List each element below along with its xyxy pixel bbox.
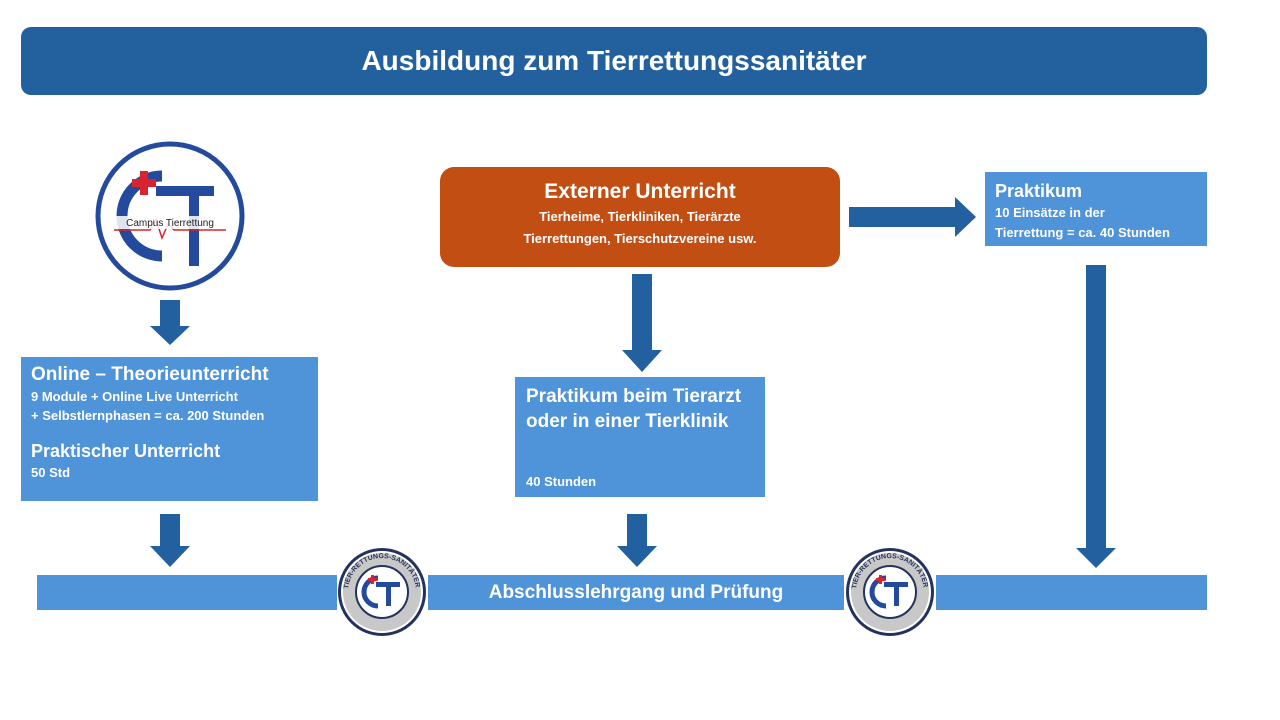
arrow-external-to-vet [622, 274, 662, 372]
arrow-online-to-final [150, 514, 190, 567]
arrow-logo-to-online [150, 300, 190, 345]
arrow-external-to-praktikum [849, 197, 976, 237]
arrow-praktikum-to-final [1076, 265, 1116, 568]
external-training-box: Externer Unterricht Tierheime, Tierklini… [440, 167, 840, 267]
praktikum-box: Praktikum 10 Einsätze in der Tierrettung… [985, 172, 1207, 246]
arrow-vet-to-final [617, 514, 657, 567]
page-title: Ausbildung zum Tierrettungssanitäter [21, 27, 1207, 95]
vet-internship-box: Praktikum beim Tierarzt oder in einer Ti… [515, 377, 765, 497]
vet-heading-2: oder in einer Tierklinik [526, 411, 729, 432]
external-heading: Externer Unterricht [544, 180, 736, 203]
online-line-2: + Selbstlernphasen = ca. 200 Stunden [31, 408, 265, 423]
online-line-1: 9 Module + Online Live Unterricht [31, 389, 238, 404]
vet-hours: 40 Stunden [526, 474, 597, 489]
praktikum-line-2: Tierrettung = ca. 40 Stunden [995, 225, 1170, 240]
practical-heading: Praktischer Unterricht [31, 441, 221, 461]
final-bar-right [936, 575, 1207, 610]
logo-text: Campus Tierrettung [126, 218, 214, 229]
badge-seal-2: TIER-RETTUNGS-SANITÄTER [846, 548, 934, 636]
badge-seal-1: TIER-RETTUNGS-SANITÄTER [338, 548, 426, 636]
external-line-1: Tierheime, Tierkliniken, Tierärzte [539, 209, 741, 224]
online-heading: Online – Theorieunterricht [31, 364, 269, 385]
campus-tierrettung-logo: Campus Tierrettung [95, 141, 245, 291]
vet-heading-1: Praktikum beim Tierarzt [526, 386, 742, 407]
praktikum-line-1: 10 Einsätze in der [995, 205, 1105, 220]
final-exam-label: Abschlusslehrgang und Prüfung [428, 575, 844, 610]
external-line-2: Tierrettungen, Tierschutzvereine usw. [523, 231, 757, 246]
praktikum-heading: Praktikum [995, 181, 1083, 201]
practical-hours: 50 Std [31, 465, 71, 480]
online-theory-box: Online – Theorieunterricht 9 Module + On… [21, 357, 318, 501]
final-bar-left [37, 575, 337, 610]
